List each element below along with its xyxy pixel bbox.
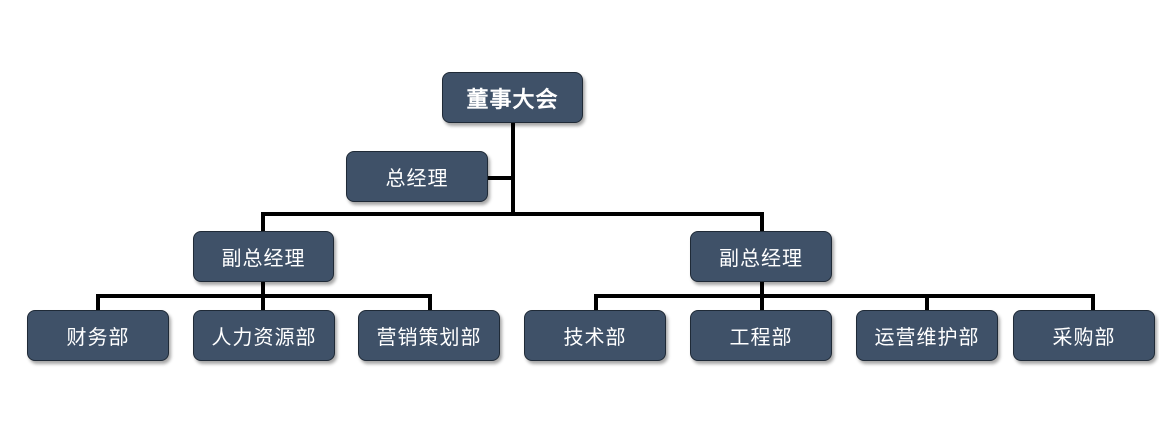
deputy-manager-left-label: 副总经理 (221, 246, 306, 270)
deputy-manager-right-label: 副总经理 (719, 246, 803, 270)
board-node: 董事大会 (442, 72, 583, 123)
department-node-procurement: 采购部 (1013, 310, 1155, 361)
deputy-manager-left-node: 副总经理 (193, 231, 334, 282)
department-node-marketing: 营销策划部 (358, 310, 500, 361)
department-label: 采购部 (1052, 325, 1116, 349)
board-label: 董事大会 (466, 87, 559, 113)
department-label: 财务部 (66, 325, 130, 349)
department-node-engineering: 工程部 (690, 310, 832, 361)
department-label: 工程部 (729, 325, 793, 349)
department-node-technology: 技术部 (524, 310, 666, 361)
department-label: 人力资源部 (211, 325, 317, 349)
department-node-finance: 财务部 (27, 310, 169, 361)
department-label: 营销策划部 (376, 325, 482, 349)
department-node-hr: 人力资源部 (193, 310, 335, 361)
department-label: 运营维护部 (874, 325, 980, 349)
department-node-operations: 运营维护部 (856, 310, 998, 361)
department-label: 技术部 (563, 325, 627, 349)
deputy-manager-right-node: 副总经理 (690, 231, 832, 282)
general-manager-label: 总经理 (385, 166, 449, 190)
general-manager-node: 总经理 (346, 151, 488, 202)
